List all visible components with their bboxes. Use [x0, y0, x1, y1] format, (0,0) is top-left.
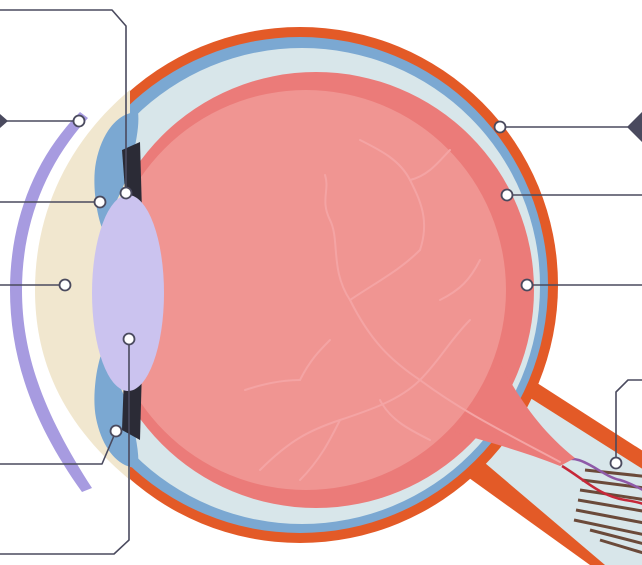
leader-line-optic-nerve — [615, 379, 642, 463]
marker-iris-lower — [109, 424, 123, 438]
marker-sclera — [493, 120, 507, 134]
lens — [92, 195, 164, 391]
marker-lens — [122, 332, 136, 346]
marker-retina — [520, 278, 534, 292]
marker-top-left — [119, 186, 133, 200]
leader-line-lens — [0, 339, 130, 555]
ciliary-body-lower — [94, 352, 139, 468]
leader-line-top-left — [0, 9, 127, 193]
marker-optic-nerve — [609, 456, 623, 470]
retinal-artery — [561, 464, 642, 505]
vitreous-inner — [106, 90, 506, 490]
end-diamond-left — [0, 114, 8, 128]
retinal-vein — [559, 457, 642, 491]
marker-cornea — [72, 114, 86, 128]
optic-disc — [455, 360, 575, 466]
retinal-vessels — [244, 139, 561, 481]
marker-iris-upper — [93, 195, 107, 209]
optic-nerve-fibers — [573, 468, 642, 555]
marker-choroid — [500, 188, 514, 202]
marker-aqueous — [58, 278, 72, 292]
end-diamond-right — [627, 112, 642, 142]
cornea — [10, 112, 92, 492]
leader-line-iris-lower — [0, 430, 117, 465]
